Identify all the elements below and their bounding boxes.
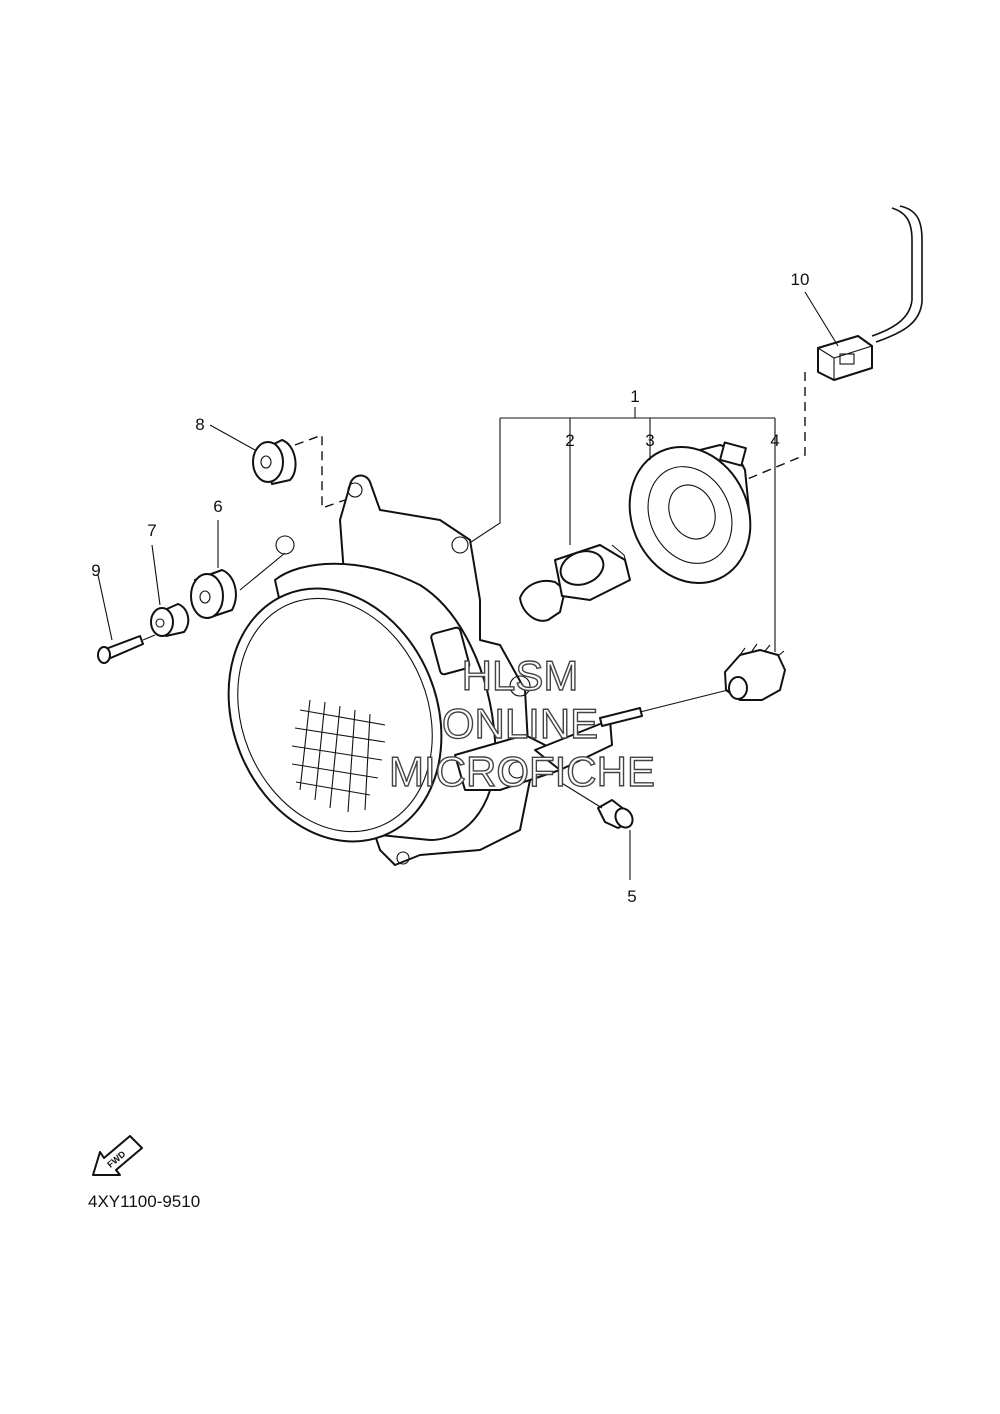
bolt-part-5 [559,781,634,880]
callout-10: 10 [791,270,810,289]
headlight-unit [227,562,613,843]
watermark-line-3: MICROFICHE [389,748,655,795]
socket-cover-part-3 [628,430,752,585]
callout-6: 6 [213,497,222,516]
callout-1: 1 [630,387,639,406]
grommet-part-6 [190,520,286,619]
callout-2: 2 [565,431,574,450]
watermark-line-1: HLSM [462,652,579,699]
callout-3: 3 [645,431,654,450]
callout-10-leader [804,291,839,347]
callout-8: 8 [195,415,204,434]
callout-5: 5 [627,887,636,906]
callout-9: 9 [91,561,100,580]
collar-part-7 [150,544,190,637]
screw-part-9 [97,574,156,664]
connector-dash-line [744,372,806,481]
bulb-part-2 [519,430,631,622]
assembly-bracket-1 [461,407,776,549]
forward-direction-arrow-icon: FWD [92,1135,143,1176]
lens-pattern [291,699,386,813]
drawing-code: 4XY1100-9510 [88,1192,200,1211]
callout-4: 4 [770,431,779,450]
watermark: HLSM ONLINE MICROFICHE [388,651,655,795]
grommet-part-8 [209,424,297,485]
grommet-dash-line [294,433,346,509]
adjuster-part-4 [599,430,786,727]
watermark-line-2: ONLINE [442,700,598,747]
callout-7: 7 [147,521,156,540]
wire-harness-connector [817,205,923,381]
